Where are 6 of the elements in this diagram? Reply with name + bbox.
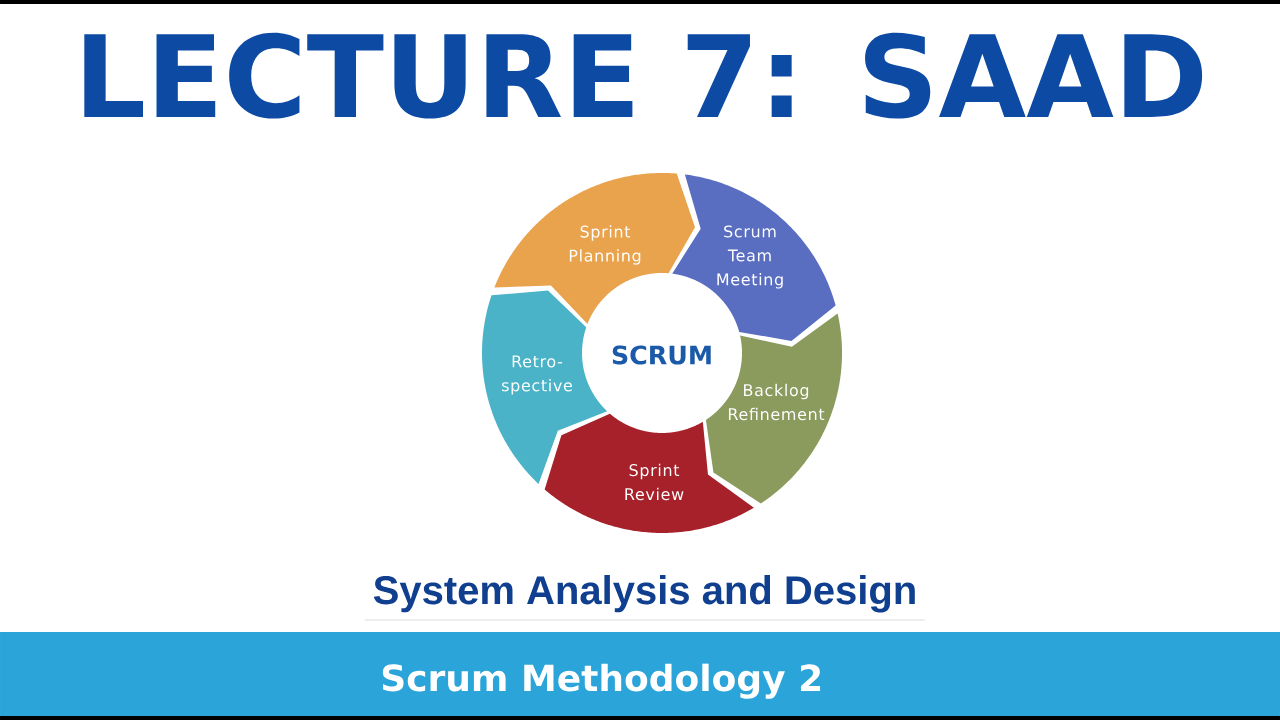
chevron-segment: Retro- spective bbox=[482, 290, 608, 484]
chevron-segment: Sprint Planning bbox=[494, 173, 695, 324]
subtitle: System Analysis and Design bbox=[373, 575, 915, 613]
title: LECTURE 7: SAAD bbox=[84, 32, 1203, 119]
footer-banner: Scrum Methodology 2 bbox=[0, 632, 1280, 716]
chevron-segment: Scrum Team Meeting bbox=[672, 174, 836, 341]
